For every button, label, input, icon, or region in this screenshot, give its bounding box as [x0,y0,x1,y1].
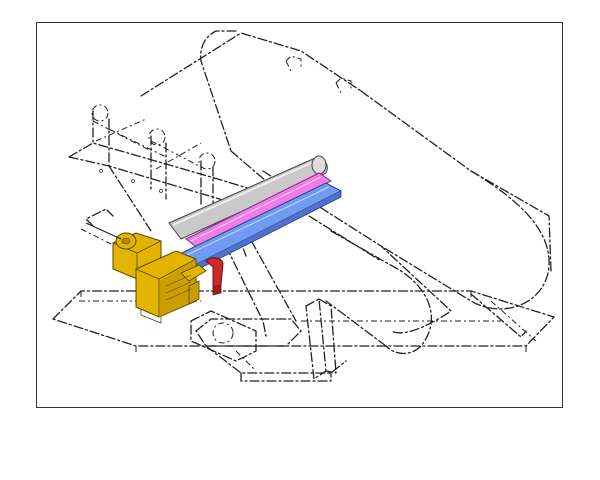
pink-drive-shaft-icon [185,172,332,250]
drive-motor-icon [112,232,207,324]
foot-skid-icon [195,318,347,382]
head-pulley-roller-icon [168,155,328,240]
figure-frame [36,22,563,408]
blue-drive-shaft-icon [159,182,343,280]
conveyor-isometric-drawing [52,30,555,382]
motor-shaft-stub-icon [80,208,122,246]
lower-housing-icon [190,310,257,362]
base-skid-icon [52,290,555,353]
conveyor-belt-loop-icon [140,30,552,355]
coupling-pipe-icon [205,257,224,296]
gusset-plate-icon [305,298,337,380]
